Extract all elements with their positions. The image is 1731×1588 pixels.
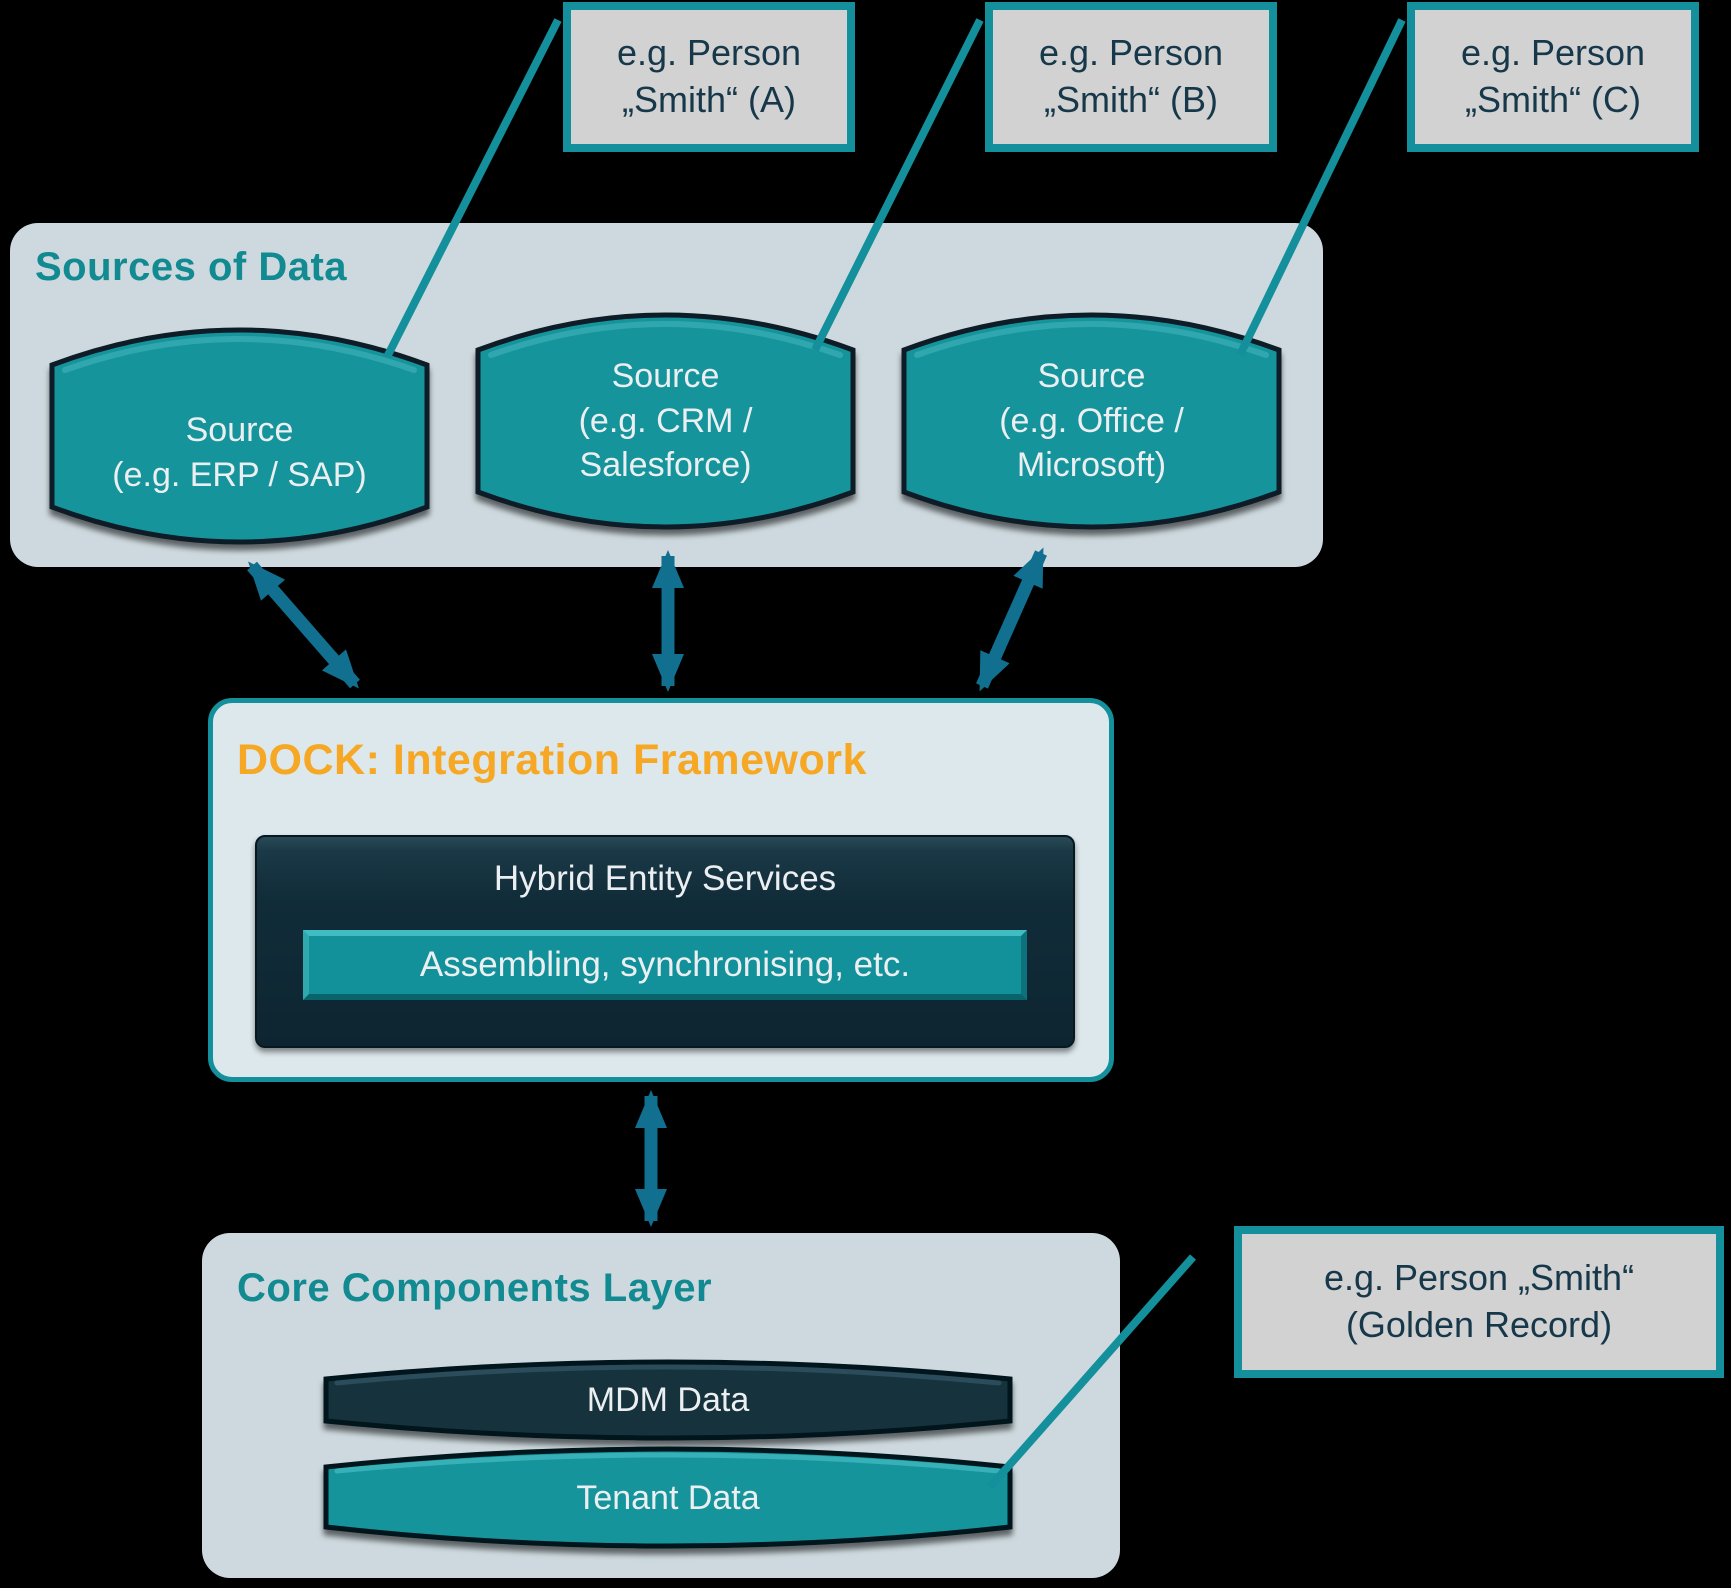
source-cylinder-office-label: Source (e.g. Office / Microsoft) bbox=[901, 307, 1282, 535]
source-cylinder-erp-label: Source (e.g. ERP / SAP) bbox=[49, 322, 430, 550]
assembling-bar-label: Assembling, synchronising, etc. bbox=[419, 945, 911, 984]
callout-a-line-1: e.g. Person bbox=[616, 32, 802, 74]
mdm-data-label: MDM Data bbox=[323, 1357, 1013, 1443]
source-cylinder-crm-label: Source (e.g. CRM / Salesforce) bbox=[475, 307, 856, 535]
mdm-data-text: MDM Data bbox=[586, 1380, 750, 1419]
core-layer-title: Core Components Layer bbox=[237, 1266, 713, 1310]
source-crm-line-2: (e.g. CRM / bbox=[578, 401, 753, 440]
hybrid-entity-services-title: Hybrid Entity Services bbox=[493, 859, 837, 898]
source-erp-line-1: Source bbox=[185, 411, 294, 450]
callout-b-line-1: e.g. Person bbox=[1038, 32, 1224, 74]
source-office-line-2: (e.g. Office / bbox=[999, 401, 1184, 440]
sources-layer-title: Sources of Data bbox=[35, 245, 348, 289]
callout-person-smith-b: e.g. Person „Smith“ (B) bbox=[985, 2, 1277, 152]
hybrid-entity-services-box: Hybrid Entity Services Assembling, synch… bbox=[255, 835, 1075, 1048]
source-office-line-1: Source bbox=[1037, 356, 1146, 395]
callout-golden-record: e.g. Person „Smith“ (Golden Record) bbox=[1234, 1226, 1724, 1378]
callout-golden-line-1: e.g. Person „Smith“ bbox=[1323, 1257, 1635, 1299]
source-office-line-3: Microsoft) bbox=[1016, 446, 1167, 485]
source-crm-line-3: Salesforce) bbox=[579, 446, 752, 485]
dock-title: DOCK: Integration Framework bbox=[237, 736, 867, 784]
sync-arrow-source-erp bbox=[247, 561, 360, 689]
callout-person-smith-a: e.g. Person „Smith“ (A) bbox=[563, 2, 855, 152]
callout-golden-line-2: (Golden Record) bbox=[1345, 1304, 1613, 1345]
tenant-data-text: Tenant Data bbox=[576, 1478, 760, 1517]
callout-a-line-2: „Smith“ (A) bbox=[622, 79, 796, 120]
assembling-bar: Assembling, synchronising, etc. bbox=[303, 930, 1027, 1000]
source-erp-line-2: (e.g. ERP / SAP) bbox=[112, 456, 367, 494]
callout-c-line-2: „Smith“ (C) bbox=[1465, 79, 1641, 120]
callout-b-line-2: „Smith“ (B) bbox=[1044, 79, 1218, 120]
sync-arrow-source-office bbox=[976, 547, 1047, 692]
callout-c-line-1: e.g. Person bbox=[1460, 32, 1646, 74]
tenant-data-label: Tenant Data bbox=[323, 1443, 1013, 1553]
source-crm-line-1: Source bbox=[611, 356, 720, 395]
callout-person-smith-c: e.g. Person „Smith“ (C) bbox=[1407, 2, 1699, 152]
